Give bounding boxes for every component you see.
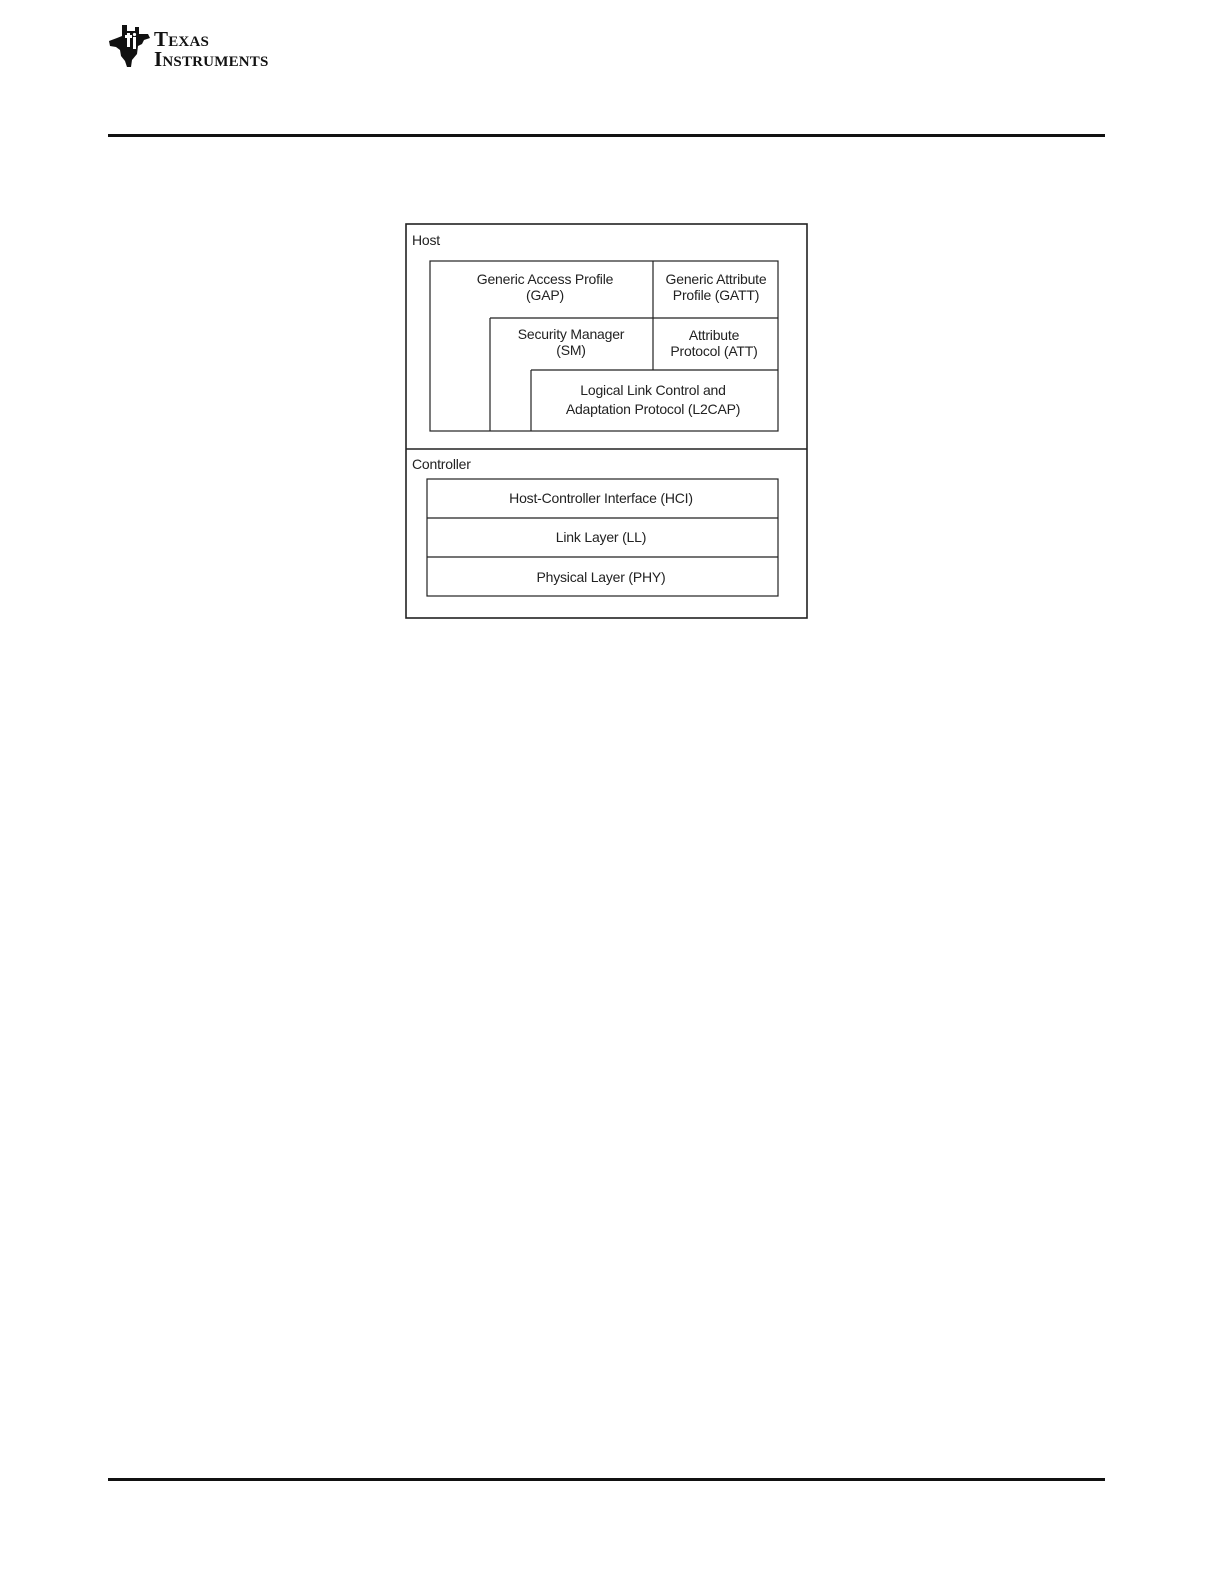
gatt-label: Generic Attribute Profile (GATT) — [666, 271, 767, 303]
l2cap-label: Logical Link Control and Adaptation Prot… — [566, 381, 740, 419]
sm-label: Security Manager (SM) — [518, 326, 625, 358]
protocol-stack-diagram: Host Generic Access Profile (GAP) Generi… — [405, 223, 808, 619]
gatt-label-line1: Generic Attribute — [666, 271, 767, 287]
ti-state-icon — [108, 24, 152, 68]
logo-text-line1: Texas — [154, 29, 209, 49]
hci-label: Host-Controller Interface (HCI) — [509, 490, 693, 506]
gap-label: Generic Access Profile (GAP) — [477, 271, 613, 303]
sm-label-line2: (SM) — [518, 342, 625, 358]
controller-label: Controller — [412, 456, 471, 472]
gap-label-line1: Generic Access Profile — [477, 271, 613, 287]
texas-instruments-logo: Texas Instruments — [108, 24, 298, 72]
footer-rule — [108, 1478, 1105, 1481]
sm-label-line1: Security Manager — [518, 326, 625, 342]
host-label: Host — [412, 232, 440, 248]
l2cap-label-line1: Logical Link Control and — [566, 381, 740, 400]
att-label-line2: Protocol (ATT) — [670, 343, 757, 359]
att-label-line1: Attribute — [670, 327, 757, 343]
att-label: Attribute Protocol (ATT) — [670, 327, 757, 359]
gatt-label-line2: Profile (GATT) — [666, 287, 767, 303]
gap-label-line2: (GAP) — [477, 287, 613, 303]
l2cap-label-line2: Adaptation Protocol (L2CAP) — [566, 400, 740, 419]
logo-text-line2: Instruments — [154, 49, 269, 69]
header-rule — [108, 134, 1105, 137]
ll-label: Link Layer (LL) — [556, 529, 646, 545]
phy-label: Physical Layer (PHY) — [536, 569, 665, 585]
